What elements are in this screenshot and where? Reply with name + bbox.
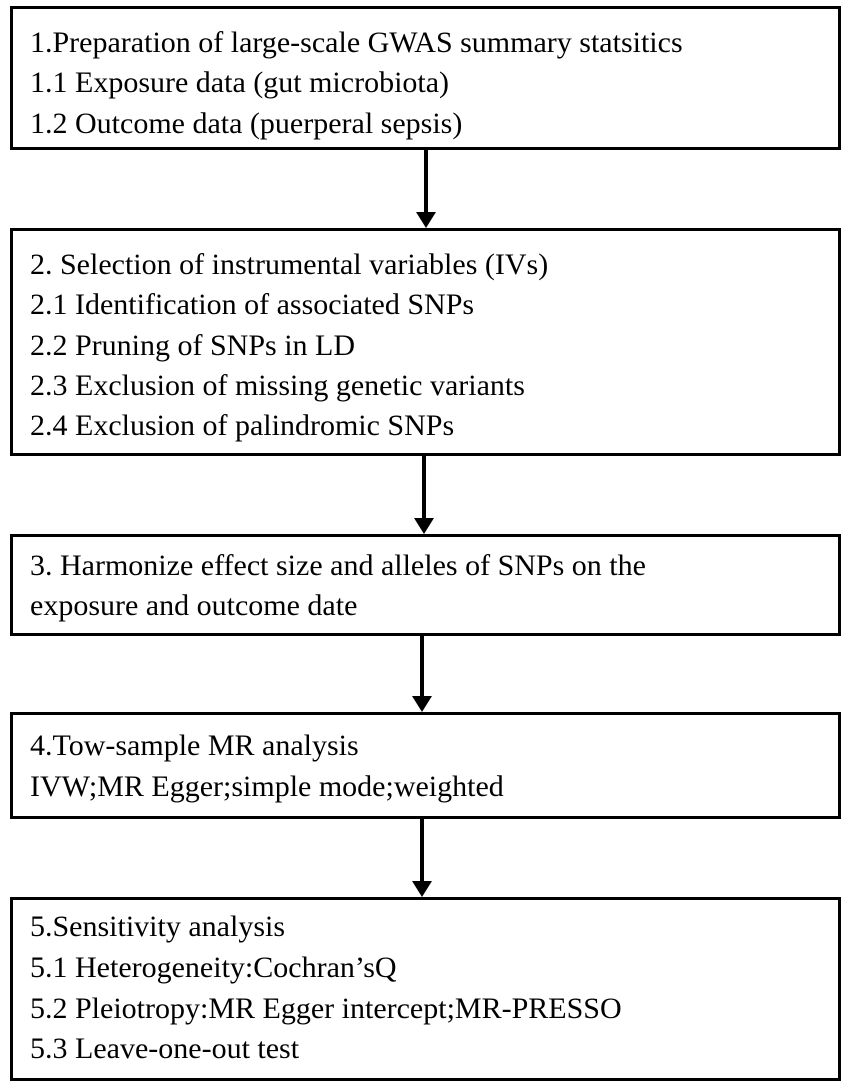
step-4-box: 4.Tow-sample MR analysis IVW;MR Egger;si… [10, 712, 841, 819]
step-5-item-1: 5.1 Heterogeneity:Cochran’sQ [30, 951, 397, 984]
arrow-4-to-5 [412, 819, 432, 897]
step-1-item-1: 1.1 Exposure data (gut microbiota) [30, 66, 450, 99]
step-4-item-1: IVW;MR Egger;simple mode;weighted [30, 770, 504, 803]
arrow-1-to-2 [416, 150, 436, 228]
step-2-item-1: 2.1 Identification of associated SNPs [30, 288, 475, 321]
step-2-box: 2. Selection of instrumental variables (… [10, 228, 841, 456]
arrow-2-to-3 [414, 456, 434, 534]
step-2-title: 2. Selection of instrumental variables (… [30, 248, 549, 281]
step-1-item-2: 1.2 Outcome data (puerperal sepsis) [30, 107, 463, 140]
step-1-title: 1.Preparation of large-scale GWAS summar… [30, 26, 683, 59]
step-2-item-4: 2.4 Exclusion of palindromic SNPs [30, 409, 455, 442]
step-4-title: 4.Tow-sample MR analysis [30, 729, 359, 762]
step-5-title: 5.Sensitivity analysis [30, 910, 285, 943]
step-2-item-3: 2.3 Exclusion of missing genetic variant… [30, 369, 525, 402]
step-1-box: 1.Preparation of large-scale GWAS summar… [10, 6, 841, 150]
step-5-box: 5.Sensitivity analysis 5.1 Heterogeneity… [10, 897, 841, 1081]
step-3-item-1: exposure and outcome date [30, 589, 358, 622]
step-3-box: 3. Harmonize effect size and alleles of … [10, 534, 841, 636]
step-5-item-3: 5.3 Leave-one-out test [30, 1032, 300, 1065]
arrow-3-to-4 [412, 636, 432, 712]
step-5-item-2: 5.2 Pleiotropy:MR Egger intercept;MR-PRE… [30, 992, 622, 1025]
step-2-item-2: 2.2 Pruning of SNPs in LD [30, 329, 356, 362]
step-3-title: 3. Harmonize effect size and alleles of … [30, 549, 646, 582]
